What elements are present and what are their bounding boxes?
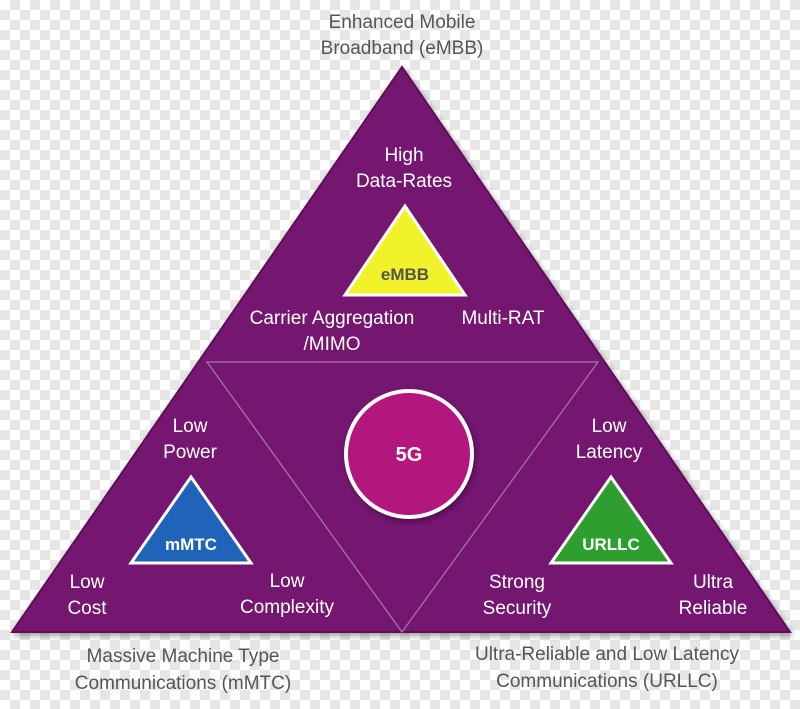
embb-feature-high-line2: Data-Rates: [356, 171, 452, 192]
urllc-caption-line1: Ultra-Reliable and Low Latency: [475, 644, 740, 665]
mmtc-caption-line2: Communications (mMTC): [75, 673, 291, 694]
embb-badge-triangle: [342, 203, 468, 297]
urllc-feature-security-line1: Strong: [489, 572, 545, 593]
embb-feature-high-line1: High: [384, 145, 423, 166]
urllc-feature-reliable-line1: Ultra: [693, 572, 734, 593]
mmtc-feature-cost-line1: Low: [70, 572, 105, 593]
mmtc-caption-line1: Massive Machine Type: [87, 646, 280, 667]
mmtc-badge-label: mMTC: [165, 535, 217, 554]
embb-feature-carrier-line2: /MIMO: [304, 334, 361, 355]
mmtc-feature-complexity-line1: Low: [270, 571, 305, 592]
mmtc-feature-power-line2: Power: [163, 442, 218, 463]
embb-caption-line2: Broadband (eMBB): [321, 38, 484, 59]
embb-caption-line1: Enhanced Mobile: [329, 12, 476, 33]
center-5g-label: 5G: [396, 444, 423, 466]
mmtc-feature-complexity-line2: Complexity: [240, 597, 334, 618]
urllc-feature-reliable-line2: Reliable: [679, 598, 748, 619]
center-5g-circle: [344, 389, 474, 519]
embb-badge-label: eMBB: [381, 265, 429, 284]
urllc-feature-security-line2: Security: [483, 598, 552, 619]
main-triangle: [10, 65, 792, 633]
mmtc-feature-power-line1: Low: [173, 416, 208, 437]
mmtc-badge-triangle: [128, 474, 254, 565]
inner-divider-triangle: [205, 361, 600, 634]
embb-feature-multirat: Multi-RAT: [461, 308, 544, 329]
mmtc-feature-cost-line2: Cost: [67, 598, 107, 619]
urllc-badge-triangle: [548, 474, 674, 565]
urllc-badge-label: URLLC: [582, 535, 640, 554]
embb-feature-carrier-line1: Carrier Aggregation: [250, 308, 415, 329]
urllc-caption-line2: Communications (URLLC): [496, 671, 718, 692]
urllc-feature-latency-line2: Latency: [576, 442, 643, 463]
urllc-feature-latency-line1: Low: [592, 416, 627, 437]
